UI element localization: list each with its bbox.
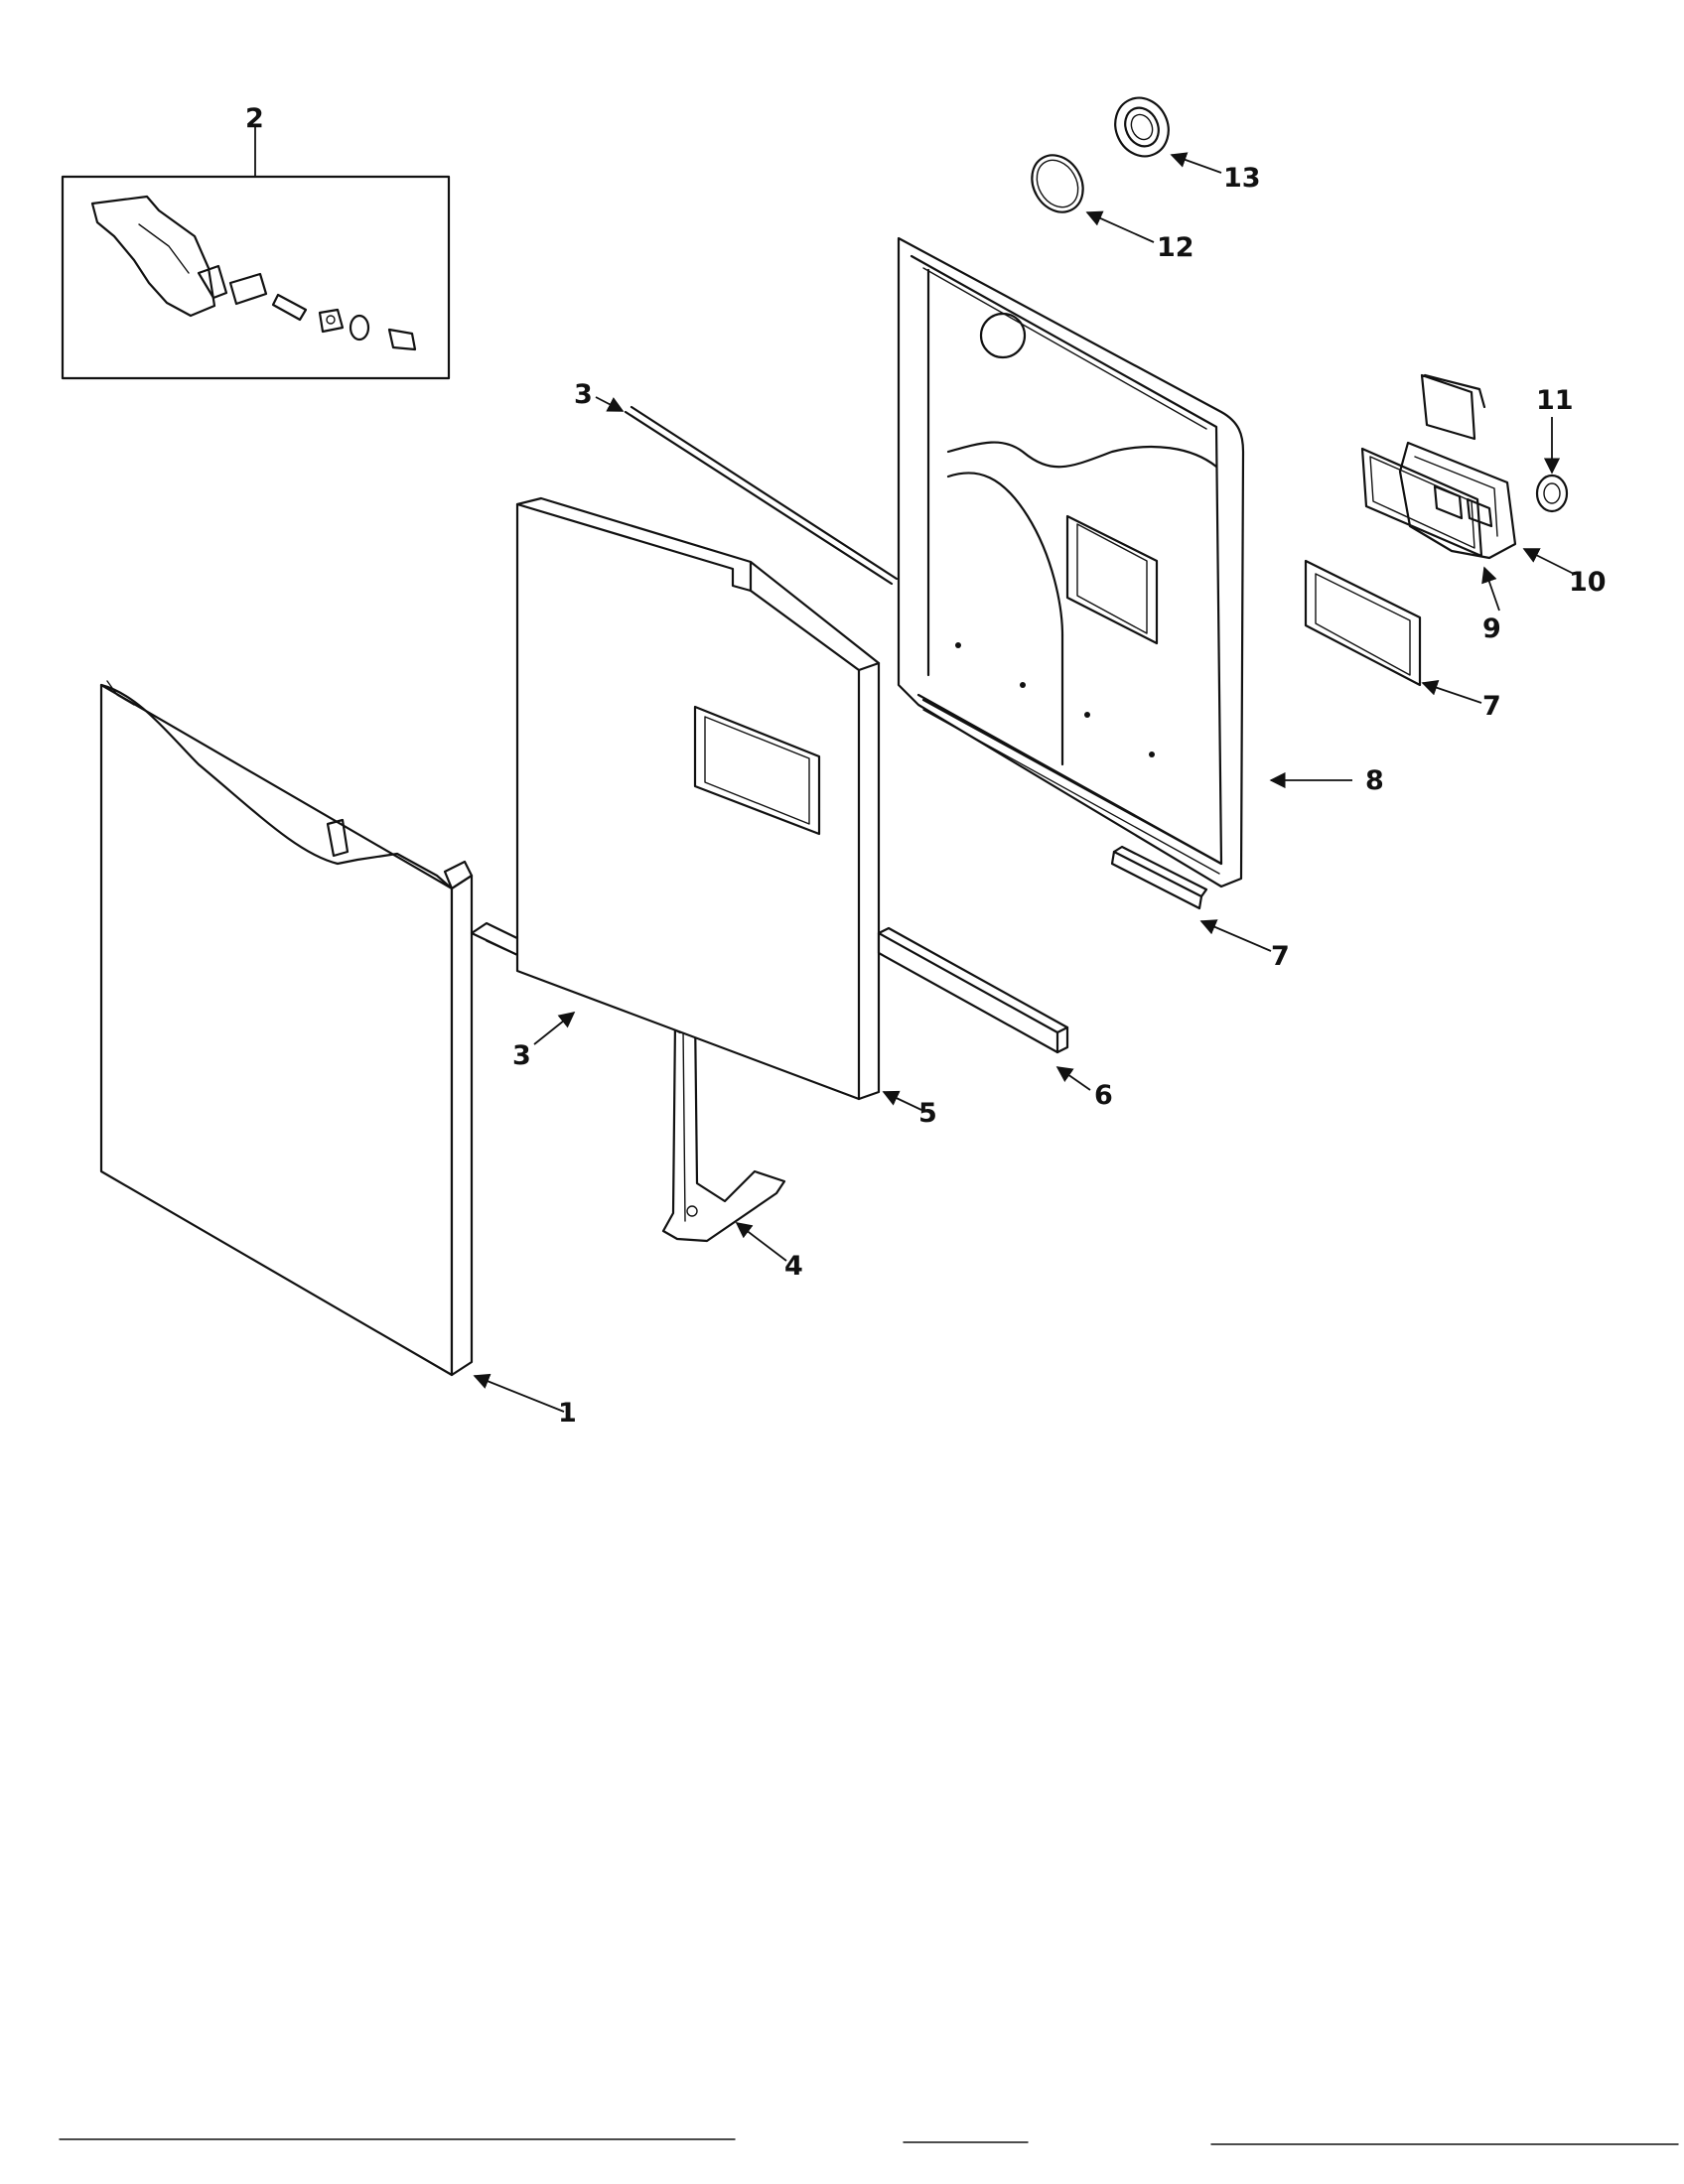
part-6-label: 6 (1094, 1080, 1113, 1111)
door-frame-bracket (661, 1011, 786, 1243)
part-1-label: 1 (558, 1398, 577, 1429)
part-4-label: 4 (784, 1251, 803, 1282)
part-13-label: 12 (1157, 232, 1194, 263)
insulation-panel (515, 496, 881, 1101)
vent-gasket (1031, 154, 1084, 213)
part-14-label: 13 (1223, 163, 1261, 194)
vent-lower (1110, 845, 1208, 910)
bottom-strip (877, 926, 1069, 1054)
part-7-label: 7 (1271, 941, 1290, 972)
part-3b-label: 3 (512, 1040, 531, 1071)
rinse-aid-cap (1535, 474, 1569, 513)
door-latch-assembly (61, 175, 451, 380)
part-10-label: 9 (1482, 614, 1501, 644)
part-2-label: 2 (245, 103, 264, 134)
inner-door-liner (897, 236, 1245, 888)
dispenser-seal (1360, 447, 1483, 558)
outer-door-panel (99, 680, 474, 1377)
part-11-label: 10 (1569, 567, 1607, 598)
part-3a-label: 3 (574, 379, 593, 410)
part-5-label: 5 (918, 1098, 937, 1129)
part-12-label: 11 (1536, 385, 1574, 416)
part-9-label: 7 (1482, 691, 1501, 722)
part-8-label: 8 (1365, 765, 1384, 796)
door-trim-top (624, 405, 899, 586)
dispenser-gasket (1304, 559, 1422, 687)
vent-cap (1114, 96, 1170, 158)
detergent-dispenser (1398, 373, 1517, 560)
